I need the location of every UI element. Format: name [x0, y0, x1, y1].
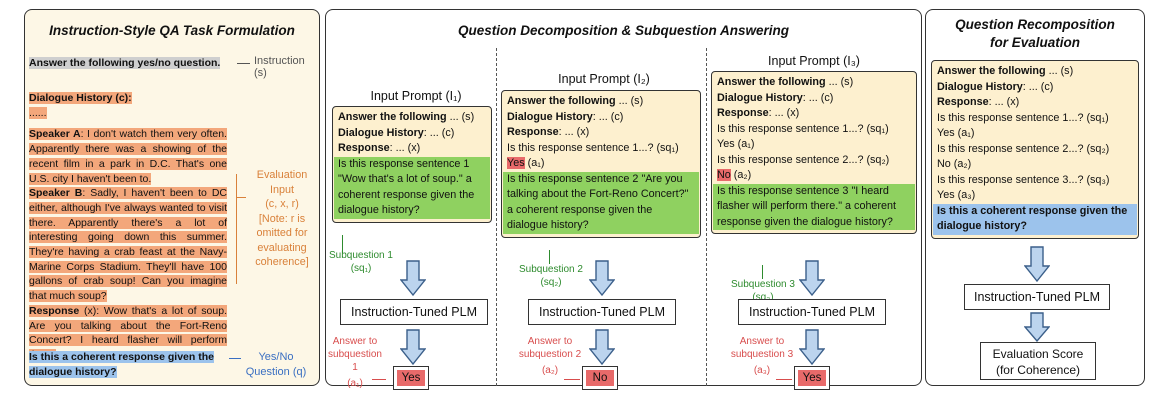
down-arrow-icon — [1024, 312, 1050, 342]
answer-2-label: Answer to subquestion 2 (a₂) — [518, 336, 582, 376]
subquestion-3-text: Is this response sentence 3 "I heard fla… — [713, 183, 915, 230]
task-formulation-panel: Instruction-Style QA Task Formulation An… — [24, 9, 320, 386]
answer-1-value: Yes — [397, 370, 425, 386]
instruction-label: Instruction (s) — [254, 55, 305, 79]
subquestion-3-tick — [762, 265, 763, 279]
input-prompt-1-title: Input Prompt (I₁) — [370, 89, 462, 103]
subquestion-1-label: Subquestion 1 (sq₁) — [329, 250, 393, 274]
down-arrow-icon — [400, 260, 426, 296]
question-label: Yes/No Question (q) — [245, 351, 307, 378]
answer-3-box: Yes — [794, 366, 830, 390]
recomposed-prompt: Answer the following ... (s) Dialogue Hi… — [931, 60, 1139, 239]
instruction-tuned-plm-final: Instruction-Tuned PLM — [964, 284, 1110, 310]
eval-input-connector — [236, 197, 246, 198]
input-prompt-1: Answer the following ... (s) Dialogue Hi… — [332, 106, 492, 223]
input-prompt-2-title: Input Prompt (I₂) — [558, 72, 650, 86]
instruction-text: Answer the following yes/no question. — [29, 57, 221, 69]
answer-1-label: Answer to subquestion 1 (a₁) — [328, 336, 382, 389]
panel3-title: Question Recomposition for Evaluation — [955, 17, 1115, 50]
speaker-a-turn: Speaker A: I don't watch them very often… — [29, 128, 227, 185]
instruction-connector — [237, 63, 250, 64]
down-arrow-icon — [589, 260, 615, 296]
instruction-tuned-plm-2: Instruction-Tuned PLM — [528, 299, 676, 325]
answer-3-label: Answer to subquestion 3 (a₃) — [730, 336, 794, 376]
answer-3-connector — [776, 379, 792, 380]
eval-input-label: Evaluation Input (c, x, r) [Note: r is o… — [255, 169, 309, 268]
down-arrow-icon — [1024, 246, 1050, 282]
panel1-title: Instruction-Style QA Task Formulation — [49, 23, 295, 38]
subquestion-2-label: Subquestion 2 (sq₂) — [519, 264, 583, 288]
input-prompt-2: Answer the following ... (s) Dialogue Hi… — [501, 90, 701, 238]
recomposed-question: Is this a coherent response given the di… — [933, 203, 1137, 235]
subquestion-2-text: Is this response sentence 2 "Are you tal… — [503, 171, 699, 234]
yes-no-question: Is this a coherent response given the di… — [29, 351, 214, 378]
input-prompt-3: Answer the following ... (s) Dialogue Hi… — [711, 71, 917, 234]
panel2-title: Question Decomposition & Subquestion Ans… — [457, 23, 789, 38]
subquestion-3-label: Subquestion 3 (sq₃) — [731, 279, 795, 303]
recomposition-panel: Question Recomposition for Evaluation An… — [925, 9, 1145, 386]
question-connector — [229, 358, 241, 359]
answer-1-connector — [372, 379, 386, 380]
down-arrow-icon — [589, 329, 615, 365]
evaluation-score-box: Evaluation Score (for Coherence) — [980, 342, 1096, 380]
answer-1-box: Yes — [393, 366, 429, 390]
down-arrow-icon — [400, 329, 426, 365]
down-arrow-icon — [799, 260, 825, 296]
subquestion-2-tick — [549, 250, 550, 264]
input-prompt-3-title: Input Prompt (I₃) — [768, 54, 860, 68]
dialogue-history-block: Dialogue History (c): ...... Speaker A: … — [29, 91, 227, 363]
eval-input-bracket — [236, 174, 237, 284]
subquestion-1-text: Is this response sentence 1 "Wow that's … — [334, 156, 490, 219]
instruction-tuned-plm-3: Instruction-Tuned PLM — [738, 299, 886, 325]
subquestion-1-tick — [342, 235, 343, 253]
decomposition-panel: Question Decomposition & Subquestion Ans… — [325, 9, 922, 390]
dialogue-history-title: Dialogue History (c): — [29, 92, 132, 104]
answer-3-value: Yes — [798, 370, 826, 386]
answer-2-value: No — [586, 370, 614, 386]
answer-2-box: No — [582, 366, 618, 390]
instruction-tuned-plm-1: Instruction-Tuned PLM — [340, 299, 488, 325]
answer-2-connector — [564, 379, 580, 380]
column-divider-1 — [496, 48, 497, 386]
down-arrow-icon — [799, 329, 825, 365]
dialogue-ellipsis: ...... — [29, 106, 47, 119]
column-divider-2 — [706, 48, 707, 386]
speaker-b-turn: Speaker B: Sadly, I haven't been to DC e… — [29, 187, 227, 303]
